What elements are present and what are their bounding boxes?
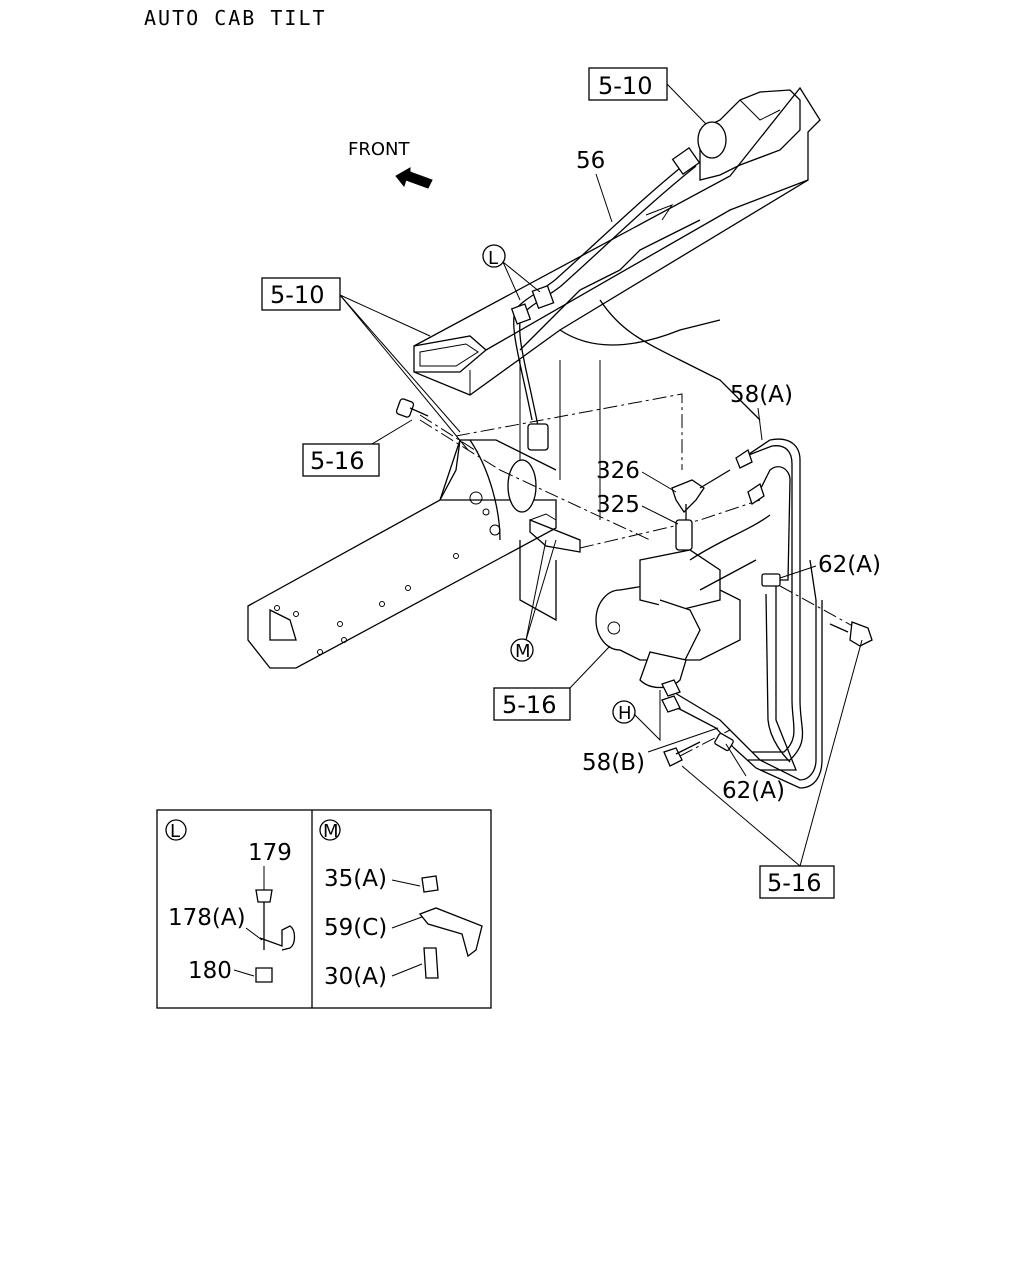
- bolt-right: [829, 621, 873, 647]
- detail-M-59c: 59(C): [324, 915, 387, 941]
- ref-box-5-10-top: 5-10: [588, 67, 707, 125]
- ref-5-16-center-label: 5-16: [502, 691, 556, 719]
- ref-5-16-left-label: 5-16: [310, 447, 364, 475]
- marker-H-letter: H: [618, 703, 632, 724]
- ref-5-10-left-label: 5-10: [270, 281, 324, 309]
- callout-58a-label: 58(A): [730, 382, 793, 408]
- marker-L: L: [482, 244, 541, 301]
- ref-box-5-16-left: 5-16: [302, 419, 413, 477]
- callout-62a-upper: 62(A): [779, 552, 881, 579]
- callout-325: 325: [596, 492, 679, 525]
- callout-62a-lower: 62(A): [722, 743, 785, 804]
- ref-5-10-top-label: 5-10: [598, 72, 652, 100]
- hose-56: [510, 121, 727, 451]
- assembly-lines: [419, 393, 861, 757]
- pipe-58a: [735, 438, 804, 771]
- detail-M-30a: 30(A): [324, 964, 387, 990]
- callout-326: 326: [596, 458, 677, 493]
- marker-M-letter: M: [515, 641, 531, 662]
- ref-box-5-10-left: 5-10: [261, 277, 469, 451]
- callout-58b-label: 58(B): [582, 750, 645, 776]
- marker-M: M: [510, 539, 557, 662]
- front-label: FRONT: [348, 139, 410, 160]
- bracket-M-icon: [418, 875, 483, 979]
- cab-frame-upper: [413, 86, 821, 520]
- detail-L-179: 179: [248, 840, 292, 866]
- callout-56: 56: [576, 148, 613, 223]
- ref-5-16-right-label: 5-16: [767, 869, 821, 897]
- detail-M: M 35(A) 59(C) 30(A): [319, 819, 483, 990]
- ref-box-5-16-center: 5-16: [493, 645, 611, 721]
- front-arrow-icon: [395, 167, 433, 189]
- pipe-58b: [661, 559, 823, 789]
- ref-box-5-16-right: 5-16: [681, 639, 863, 899]
- callout-56-label: 56: [576, 148, 605, 174]
- bolt-left: [395, 398, 429, 418]
- callout-58b: 58(B): [582, 727, 719, 776]
- chassis-rail-lower: [247, 439, 581, 669]
- marker-L-letter: L: [488, 248, 498, 269]
- detail-L-180: 180: [188, 958, 232, 984]
- clip-L-icon: [255, 889, 296, 983]
- page-title: AUTO CAB TILT: [144, 6, 327, 30]
- callout-58a: 58(A): [730, 382, 793, 441]
- detail-M-tag: M: [323, 821, 339, 842]
- detail-inset: [156, 809, 492, 1009]
- marker-H: H: [612, 690, 661, 742]
- detail-L-178a: 178(A): [168, 905, 246, 931]
- callout-326-label: 326: [596, 458, 640, 484]
- bolt-lower: [663, 741, 701, 767]
- detail-L-tag: L: [170, 821, 180, 842]
- callout-325-label: 325: [596, 492, 640, 518]
- tilt-pump-assembly: [595, 469, 771, 689]
- detail-M-35a: 35(A): [324, 866, 387, 892]
- detail-L: L 179 178(A) 180: [165, 819, 296, 984]
- callout-62a-lower-label: 62(A): [722, 778, 785, 804]
- callout-62a-upper-label: 62(A): [818, 552, 881, 578]
